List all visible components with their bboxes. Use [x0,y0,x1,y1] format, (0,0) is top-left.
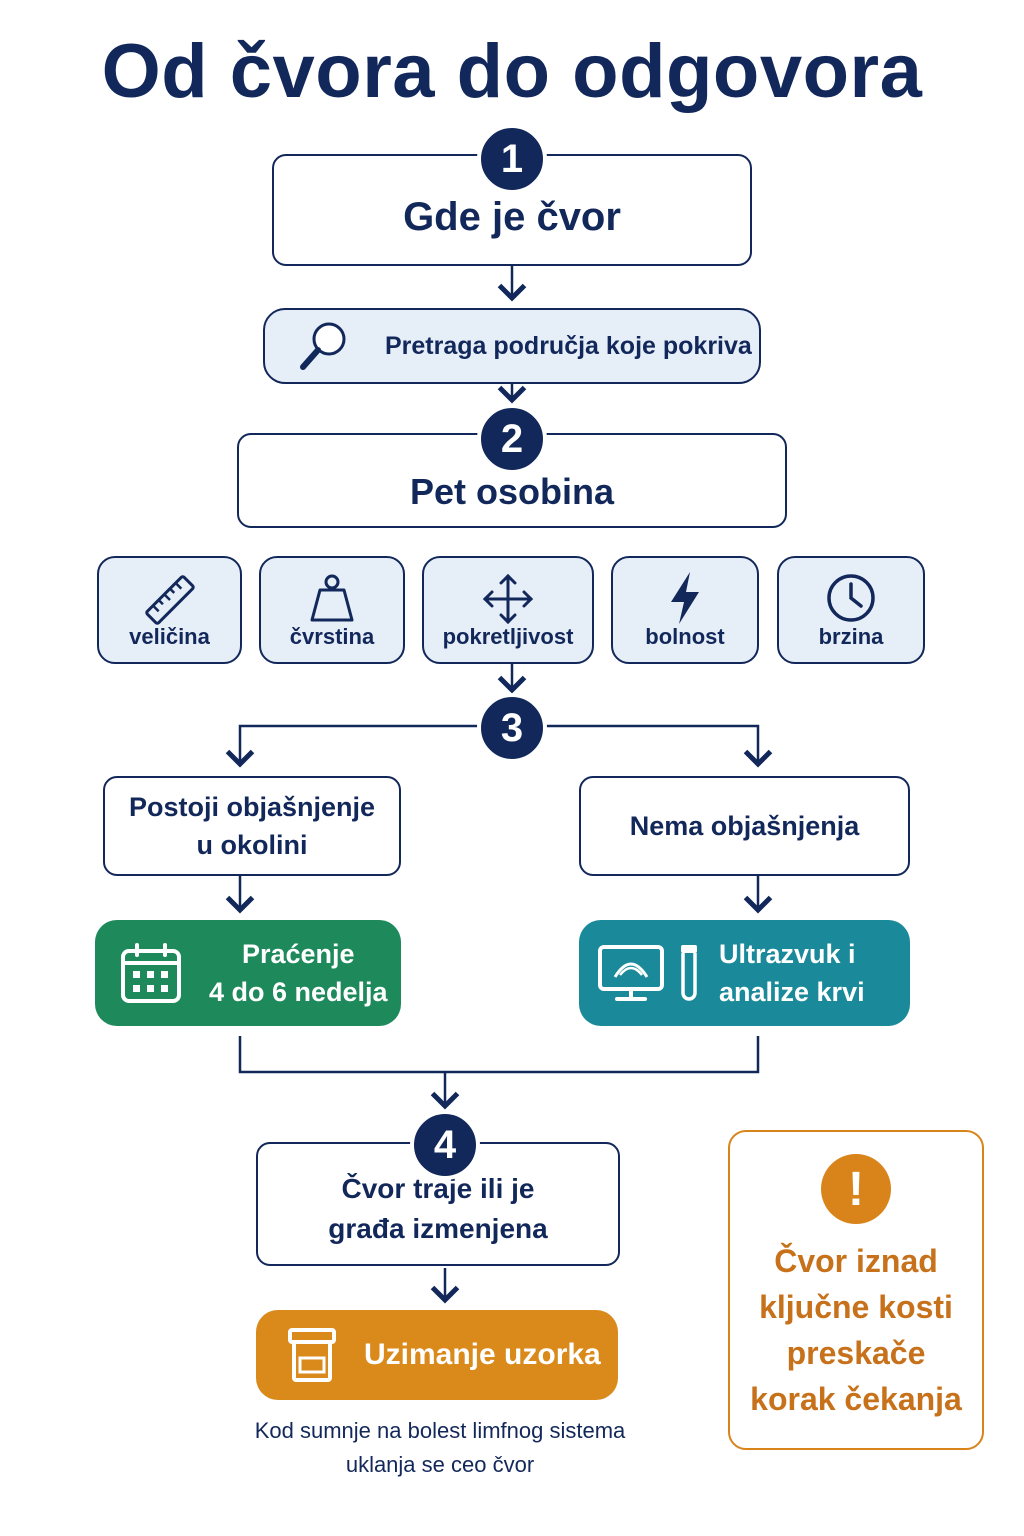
calendar-icon [119,941,183,1005]
imaging-box: Ultrazvuk i analize krvi [579,920,910,1026]
step3-number: 3 [477,693,547,763]
arrow-step3-left [225,724,478,768]
trait-label: pokretljivost [442,624,574,649]
trait-size: veličina [97,556,242,664]
search-area-box: Pretraga područja koje pokriva [263,308,761,384]
imaging-line2: analize krvi [719,977,865,1007]
trait-label: veličina [129,624,210,649]
imaging-line1: Ultrazvuk i [719,939,856,969]
weight-icon [310,574,354,622]
footnote-line2: uklanja se ceo čvor [345,1452,535,1477]
step2-number: 2 [477,404,547,474]
warning-box: ! Čvor iznad ključne kosti preskače kora… [728,1130,984,1450]
warning-line: Čvor iznad [774,1243,938,1279]
monitoring-line1: Praćenje [241,939,355,969]
warning-line: korak čekanja [750,1381,962,1417]
page-title: Od čvora do odgovora [101,29,923,114]
branch-unexplained-box: Nema objašnjenja [579,776,910,876]
step1-title: Gde je čvor [403,194,621,239]
clock-icon [827,574,875,622]
move-arrows-icon [482,573,534,625]
trait-speed: brzina [777,556,925,664]
branch-unexplained-label: Nema objašnjenja [629,811,860,841]
exclamation-icon: ! [821,1154,891,1224]
step4-number: 4 [410,1110,480,1180]
merge-connector [238,1036,760,1074]
arrow-step3-right [546,724,773,768]
branch-explained-line1: Postoji objašnjenje [128,792,376,822]
monitoring-line2: 4 do 6 nedelja [209,977,388,1007]
magnifier-icon [295,317,353,375]
trait-firmness: čvrstina [259,556,405,664]
biopsy-box: Uzimanje uzorka [256,1310,618,1400]
specimen-jar-icon [286,1326,338,1384]
footnote-line1: Kod sumnje na bolest limfnog sistema [254,1418,626,1443]
step2-title: Pet osobina [409,470,615,512]
warning-line: ključne kosti [759,1289,953,1325]
trait-label: brzina [818,624,884,649]
ruler-icon [144,575,195,625]
ultrasound-monitor-icon [597,941,669,1005]
warning-text: Čvor iznad ključne kosti preskače korak … [741,1238,971,1422]
biopsy-label: Uzimanje uzorka [364,1338,601,1371]
warning-line: preskače [786,1335,926,1371]
footnote: Kod sumnje na bolest limfnog sistema ukl… [220,1414,660,1482]
branch-explained-line2: u okolini [196,830,308,860]
search-label: Pretraga područja koje pokriva [385,331,752,360]
trait-label: bolnost [645,624,725,649]
monitoring-box: Praćenje 4 do 6 nedelja [95,920,401,1026]
step1-number: 1 [477,124,547,194]
trait-mobility: pokretljivost [422,556,594,664]
trait-label: čvrstina [289,624,375,649]
step4-title: Čvor traje ili je građa izmenjena [328,1173,548,1244]
lightning-icon [671,572,699,624]
blood-tube-icon [677,941,701,1005]
branch-explained-box: Postoji objašnjenje u okolini [103,776,401,876]
trait-pain: bolnost [611,556,759,664]
